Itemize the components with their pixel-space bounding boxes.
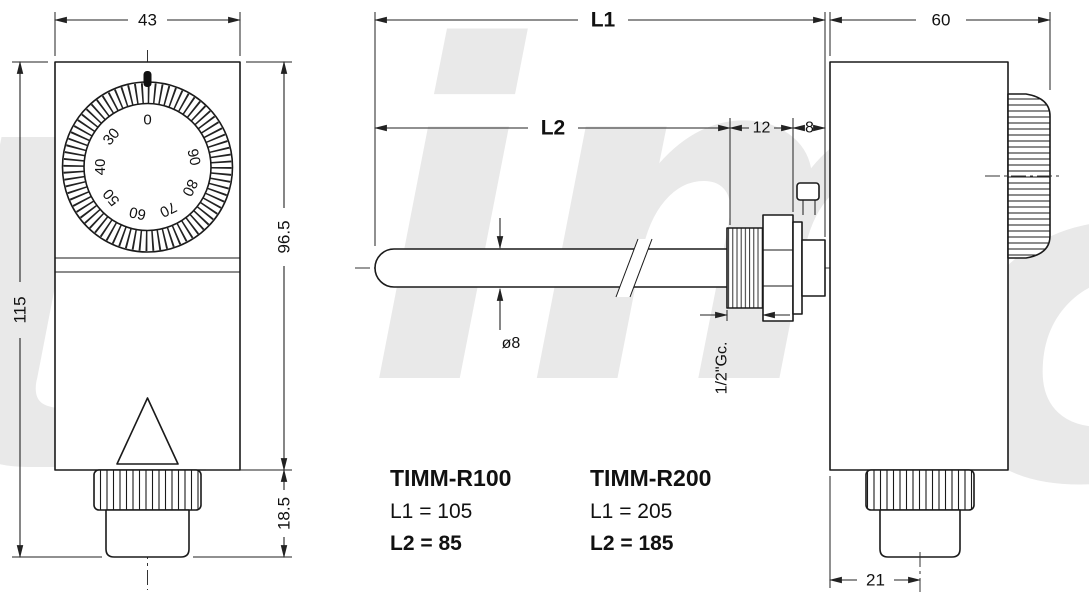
thread-section xyxy=(726,227,764,309)
dial-index-mark xyxy=(143,71,152,87)
dim-diameter-o8: ø8 xyxy=(496,218,521,352)
thermostat-side-body xyxy=(829,61,1009,471)
dim-8-label: 8 xyxy=(805,120,814,137)
dim-diameter-label: ø8 xyxy=(502,335,521,352)
dial-inner-face xyxy=(83,102,212,232)
dim-thread-size-label: 1/2"Gc. xyxy=(714,342,731,395)
front-connector-block xyxy=(105,509,190,558)
dim-l1: L1 xyxy=(373,9,827,246)
side-connector-block xyxy=(879,509,961,558)
dim-21-label: 21 xyxy=(866,571,885,590)
dim-12-label: 12 xyxy=(753,120,771,137)
dim-total-height-label: 115 xyxy=(11,296,30,323)
dim-depth-60: 60 xyxy=(828,11,1052,90)
dial-number: 70 xyxy=(157,198,179,221)
temperature-dial: 0 30 40 50 60 70 80 90 xyxy=(61,71,234,253)
dim-l1-label: L1 xyxy=(591,9,616,32)
dim-width-43: 43 xyxy=(53,11,242,56)
dial-number: 40 xyxy=(92,159,109,176)
model-l1-value: L1 = 105 xyxy=(390,500,472,523)
break-symbol xyxy=(615,238,653,298)
threaded-fitting xyxy=(726,182,826,322)
model-timm-r100: TIMM-R100 L1 = 105 L2 = 85 xyxy=(390,465,511,555)
spigot xyxy=(801,239,826,297)
dim-l2-label: L2 xyxy=(541,117,566,140)
model-l2-value: L2 = 185 xyxy=(590,532,674,555)
dim-nut-height-18-5: 18.5 xyxy=(193,468,294,559)
sensor-probe xyxy=(374,248,731,288)
dim-nut-offset-21: 21 xyxy=(828,476,922,590)
side-knurled-nut xyxy=(865,469,975,511)
hex-nut xyxy=(762,214,794,322)
model-timm-r200: TIMM-R200 L1 = 205 L2 = 185 xyxy=(590,465,711,555)
dim-nut-height-label: 18.5 xyxy=(275,497,294,530)
dim-depth-label: 60 xyxy=(932,11,951,30)
dial-number: 80 xyxy=(178,176,201,198)
dial-number: 60 xyxy=(128,203,148,223)
dial-scale-numbers: 0 30 40 50 60 70 80 90 xyxy=(92,112,204,224)
model-table: TIMM-R100 L1 = 105 L2 = 85 TIMM-R200 L1 … xyxy=(390,465,711,555)
dial-number: 0 xyxy=(143,112,151,129)
probe-view: L1 L2 12 8 ø8 xyxy=(355,9,835,394)
front-knurled-nut xyxy=(93,469,202,511)
washer xyxy=(792,221,803,315)
side-view: 60 21 xyxy=(828,11,1062,592)
model-name: TIMM-R200 xyxy=(590,465,711,491)
dial-tick-ring xyxy=(63,83,232,251)
dim-body-height-label: 96.5 xyxy=(275,220,294,253)
model-name: TIMM-R100 xyxy=(390,465,511,491)
dim-total-height-115: 115 xyxy=(11,60,102,559)
dim-thread-length-12: 12 xyxy=(728,118,795,212)
dial-number: 90 xyxy=(183,147,203,167)
model-l2-value: L2 = 85 xyxy=(390,532,462,555)
pointer-triangle xyxy=(116,397,179,465)
dim-width-label: 43 xyxy=(138,11,157,30)
dim-l2: L2 xyxy=(373,117,732,225)
side-dial-knob xyxy=(1007,93,1051,259)
model-l1-value: L1 = 205 xyxy=(590,500,672,523)
dim-body-height-96-5: 96.5 xyxy=(206,60,294,472)
front-view: 0 30 40 50 60 70 80 90 43 xyxy=(11,11,294,590)
adjust-screw-cap xyxy=(796,182,820,201)
dim-thread-size: 1/2"Gc. xyxy=(700,310,790,394)
dim-spigot-length-8: 8 xyxy=(791,120,827,137)
